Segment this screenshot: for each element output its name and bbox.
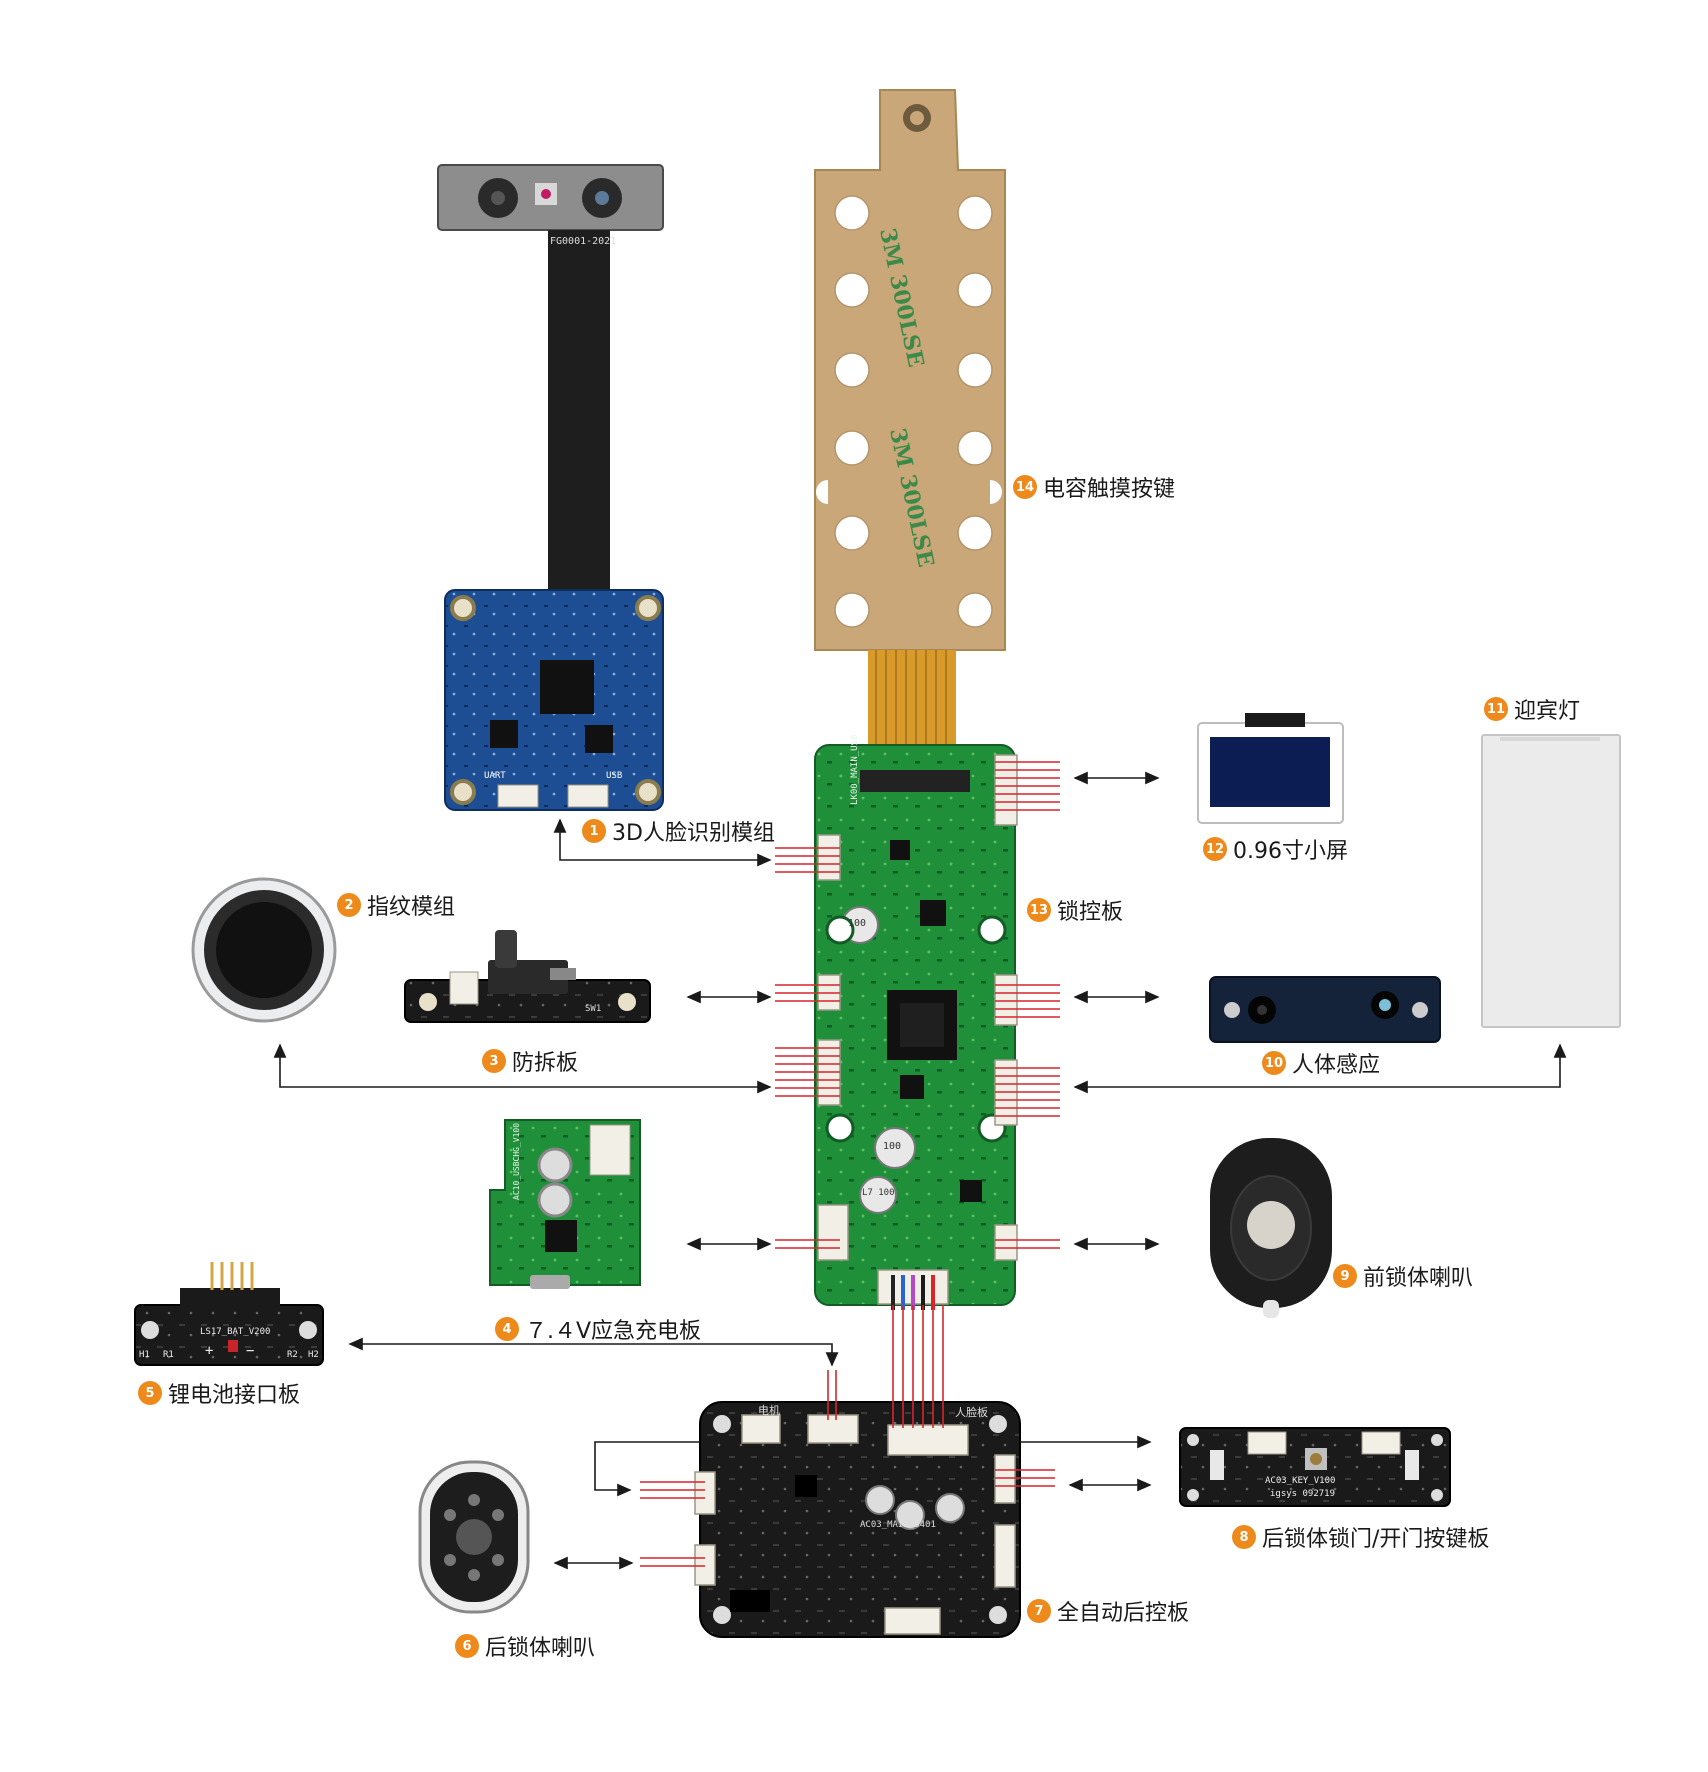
welcome-light	[1481, 734, 1621, 1028]
pir-sensor	[1209, 976, 1441, 1043]
tamper-board	[404, 930, 651, 1023]
red-wires	[640, 761, 1060, 1567]
badge-13: 13	[1027, 898, 1051, 922]
name-fingerprint: 指纹模组	[367, 895, 456, 920]
label-charging: 4 ７.４V应急充电板	[495, 1313, 701, 1345]
tamper-print: SW1	[585, 1004, 602, 1014]
lock-control-board	[814, 744, 1018, 1310]
label-welcome-light: 11 迎宾灯	[1484, 693, 1580, 725]
badge-6: 6	[455, 1634, 479, 1658]
label-pir: 10 人体感应	[1262, 1047, 1380, 1079]
arrows	[273, 771, 1567, 1570]
battery-minus-print: −	[246, 1343, 255, 1359]
name-pir: 人体感应	[1292, 1053, 1381, 1078]
capacitor-2	[874, 1127, 916, 1169]
badge-10: 10	[1262, 1051, 1286, 1075]
label-rear-speaker: 6 后锁体喇叭	[455, 1630, 595, 1662]
label-fingerprint: 2 指纹模组	[337, 889, 455, 921]
battery-r1-print: R1	[163, 1350, 174, 1360]
label-rear-control: 7 全自动后控板	[1027, 1595, 1189, 1627]
name-front-speaker: 前锁体喇叭	[1363, 1266, 1474, 1291]
key-board-print: AC03_KEY_V100	[1265, 1476, 1336, 1486]
name-tamper: 防拆板	[512, 1051, 579, 1076]
key-sub-print: igsys 092719	[1270, 1489, 1336, 1499]
cap3-print: L7 100	[862, 1188, 895, 1198]
name-oled: 0.96寸小屏	[1233, 839, 1348, 864]
label-rear-key: 8 后锁体锁门/开门按键板	[1232, 1521, 1489, 1553]
name-rear-control: 全自动后控板	[1057, 1601, 1190, 1626]
rear-key-board	[1179, 1427, 1451, 1507]
badge-12: 12	[1203, 837, 1227, 861]
name-rear-speaker: 后锁体喇叭	[485, 1636, 596, 1661]
charge-print: AC10_USBCHG_V100	[512, 1122, 521, 1200]
label-oled: 12 0.96寸小屏	[1203, 833, 1348, 865]
face-flex-print: FG0001-2021	[550, 236, 617, 247]
battery-print: LS17_BAT_V200	[200, 1327, 271, 1337]
face-module	[437, 164, 664, 811]
name-touch-key: 电容触摸按键	[1043, 477, 1176, 502]
rear-main-print: AC03_MAIN_U401	[860, 1520, 936, 1530]
battery-h1-print: H1	[139, 1350, 150, 1360]
name-face-module: 3D人脸识别模组	[612, 821, 775, 846]
fingerprint-module	[191, 877, 337, 1023]
touch-key-sticker	[814, 89, 1006, 651]
badge-5: 5	[138, 1381, 162, 1405]
battery-h2-print: H2	[308, 1350, 319, 1360]
label-front-speaker: 9 前锁体喇叭	[1333, 1260, 1473, 1292]
name-charging: ７.４V应急充电板	[525, 1319, 702, 1344]
charging-board	[489, 1119, 641, 1289]
battery-board	[134, 1262, 324, 1366]
badge-11: 11	[1484, 697, 1508, 721]
badge-9: 9	[1333, 1264, 1357, 1288]
rear-face-print: 人脸板	[955, 1406, 988, 1419]
label-tamper: 3 防拆板	[482, 1045, 578, 1077]
capacitor-3	[859, 1176, 897, 1214]
badge-4: 4	[495, 1317, 519, 1341]
label-lock-board: 13 锁控板	[1027, 894, 1123, 926]
badge-2: 2	[337, 893, 361, 917]
badge-1: 1	[582, 819, 606, 843]
rear-control-board	[694, 1401, 1021, 1638]
rear-speaker	[418, 1460, 530, 1614]
label-battery: 5 锂电池接口板	[138, 1377, 300, 1409]
battery-plus-print: +	[205, 1343, 214, 1359]
face-usart-print: UART	[484, 771, 506, 781]
name-welcome-light: 迎宾灯	[1514, 699, 1581, 724]
rear-motor-print: 电机	[758, 1404, 780, 1417]
badge-7: 7	[1027, 1599, 1051, 1623]
badge-14: 14	[1013, 475, 1037, 499]
front-speaker	[1210, 1138, 1332, 1318]
battery-r2-print: R2	[287, 1350, 298, 1360]
label-face-module: 1 3D人脸识别模组	[582, 815, 775, 847]
badge-8: 8	[1232, 1525, 1256, 1549]
cap1-print: 100	[848, 918, 867, 929]
name-battery: 锂电池接口板	[168, 1383, 301, 1408]
label-touch-key: 14 电容触摸按键	[1013, 471, 1175, 503]
name-lock-board: 锁控板	[1057, 900, 1124, 925]
face-usb-print: USB	[606, 771, 623, 781]
name-rear-key: 后锁体锁门/开门按键板	[1262, 1527, 1490, 1552]
badge-3: 3	[482, 1049, 506, 1073]
cap2-print: 100	[883, 1141, 902, 1152]
lock-main-print: LK00_MAIN_USB	[850, 734, 860, 805]
oled-screen	[1197, 713, 1344, 824]
